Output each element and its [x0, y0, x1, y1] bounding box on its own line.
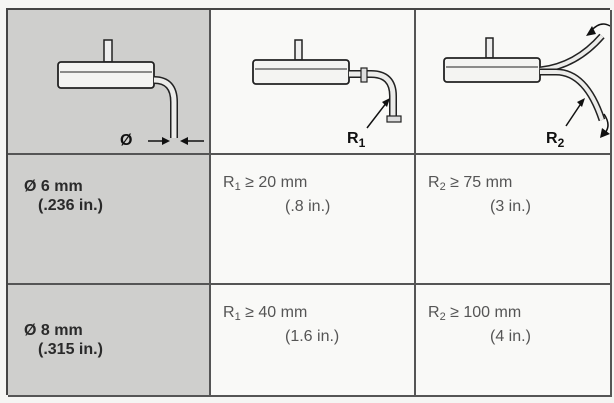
r1-label: R1 [347, 130, 366, 151]
row-8mm-r2-cell: R2 ≥ 100 mm (4 in.) [416, 285, 612, 397]
bend-radius-table: Ø R1 [6, 8, 612, 397]
r2-label: R2 [546, 130, 565, 151]
row-6mm-r1-value: R1 ≥ 20 mm (.8 in.) [223, 174, 331, 215]
header-r1-cell: R1 [211, 10, 416, 155]
row-8mm-r1-value: R1 ≥ 40 mm (1.6 in.) [223, 304, 340, 345]
diameter-illustration [57, 39, 204, 145]
header-r2-cell: R2 [416, 10, 612, 155]
diameter-symbol: Ø [120, 132, 133, 149]
header-diameter-cell: Ø [8, 10, 211, 155]
r2-bend-illustration [443, 23, 610, 138]
row-6mm-r2-cell: R2 ≥ 75 mm (3 in.) [416, 155, 612, 285]
row-6mm-r2-value: R2 ≥ 75 mm (3 in.) [428, 174, 531, 215]
row-8mm-r2-value: R2 ≥ 100 mm (4 in.) [428, 304, 531, 345]
row-8mm-label-cell: Ø 8 mm (.315 in.) [8, 285, 211, 397]
row-6mm-r1-cell: R1 ≥ 20 mm (.8 in.) [211, 155, 416, 285]
row-6mm-label: Ø 6 mm (.236 in.) [24, 178, 103, 214]
row-6mm-label-cell: Ø 6 mm (.236 in.) [8, 155, 211, 285]
row-8mm-r1-cell: R1 ≥ 40 mm (1.6 in.) [211, 285, 416, 397]
r1-bend-illustration [252, 39, 402, 129]
row-8mm-label: Ø 8 mm (.315 in.) [24, 322, 103, 358]
